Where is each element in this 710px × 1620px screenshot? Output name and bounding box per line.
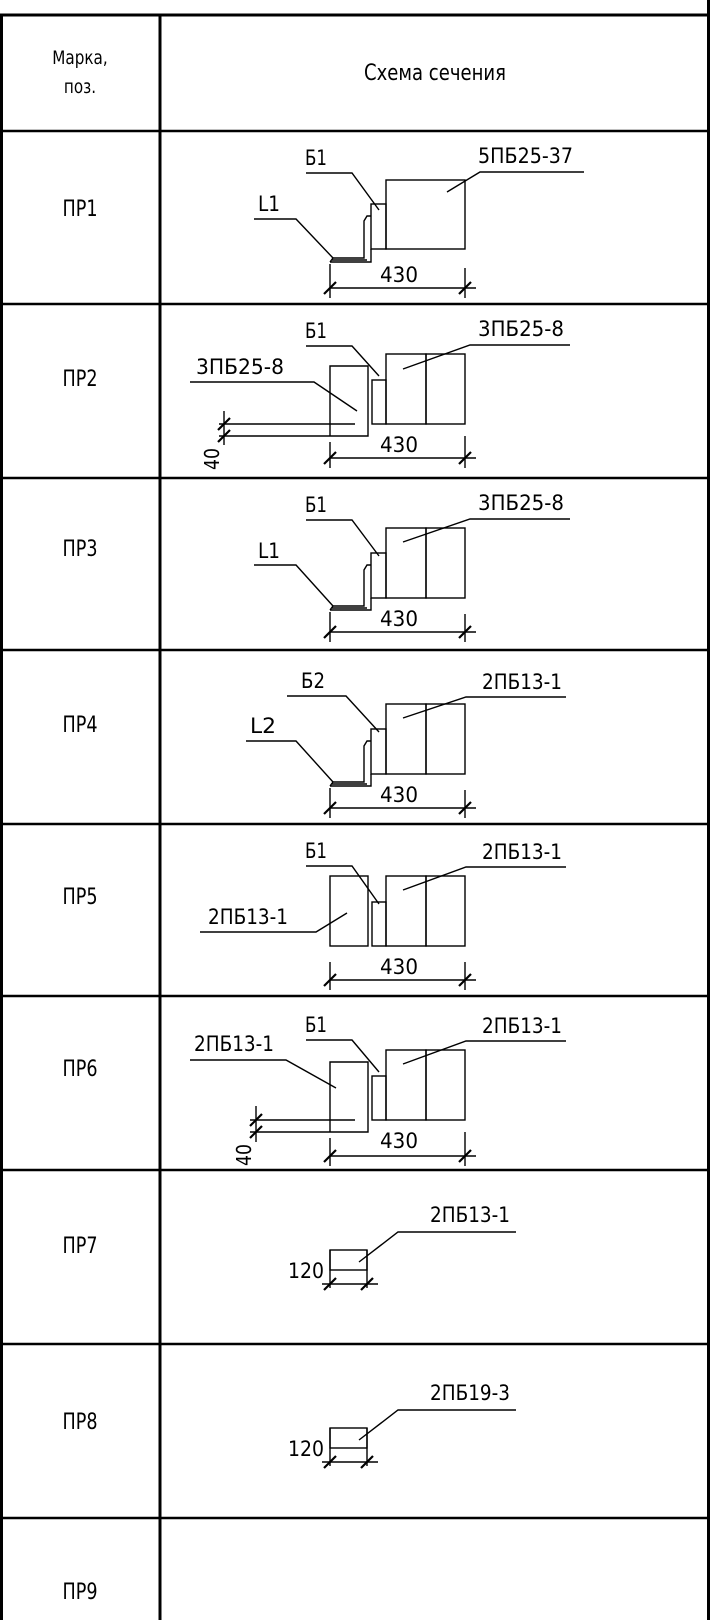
left-lintel [219,365,369,437]
beam-b1 [371,901,387,947]
label-lintel: 2ПБ13-1 [482,840,562,864]
dim-430: 430 [380,955,418,979]
lintel-block-2 [425,1049,466,1121]
dim-430: 430 [380,783,418,807]
dim-offset-40: 40 [200,448,224,470]
section-pr5: Б1 2ПБ13-1 2ПБ13-1 430 [200,839,566,990]
pos-label-pr1: ПР1 [62,197,98,222]
header-section-scheme: Схема сечения [364,60,506,86]
label-beam: Б2 [301,669,325,693]
lintel-block-2 [425,703,466,775]
header-mark-line1: Марка, [52,46,108,69]
lintel-block-2 [425,527,466,599]
pos-label-pr8: ПР8 [62,1410,98,1435]
lintel-block [385,179,466,250]
dim-430: 430 [380,1129,418,1153]
label-lintel: 5ПБ25-37 [478,144,573,168]
dim-430: 430 [380,263,418,287]
label-beam: Б1 [305,319,327,343]
section-pr1: Б1 5ПБ25-37 L1 430 [254,144,584,298]
beam-b2 [370,728,387,775]
pos-label-pr5: ПР5 [62,885,98,910]
dim-offset-40: 40 [232,1144,256,1166]
section-pr2: Б1 3ПБ25-8 3ПБ25-8 430 40 [190,317,570,470]
angle-l2 [329,740,372,787]
lintel-block-2 [425,353,466,425]
pos-label-pr7: ПР7 [62,1234,98,1259]
lintel-block-1 [385,527,427,599]
dim-430: 430 [380,433,418,457]
header-mark-line2: поз. [63,76,97,98]
lintel-block-1 [385,353,427,425]
label-angle: L1 [258,539,280,563]
label-lintel: 3ПБ25-8 [478,317,564,341]
pos-label-pr9: ПР9 [62,1580,98,1605]
label-left-lintel: 3ПБ25-8 [196,355,284,379]
label-lintel: 2ПБ19-3 [430,1381,510,1405]
lintel-block-1 [385,1049,427,1121]
section-pr3: Б1 3ПБ25-8 L1 430 [254,491,570,642]
beam-b1 [371,1075,387,1121]
section-pr8: 2ПБ19-3 120 [288,1381,516,1469]
section-pr4: Б2 2ПБ13-1 L2 430 [246,669,566,818]
dim-120: 120 [288,1437,324,1461]
angle-l1 [329,215,372,263]
lintel-block-2 [425,875,466,947]
lintel-block-1 [385,703,427,775]
angle-l1 [329,564,372,611]
beam-b1 [371,379,387,425]
label-angle: L2 [250,714,276,738]
pos-label-pr6: ПР6 [62,1057,98,1082]
dim-120: 120 [288,1259,324,1283]
label-left-lintel: 2ПБ13-1 [194,1032,274,1056]
label-left-lintel: 2ПБ13-1 [208,905,288,929]
dim-430: 430 [380,607,418,631]
pos-label-pr4: ПР4 [62,713,98,738]
label-beam: Б1 [305,146,327,170]
label-lintel: 2ПБ13-1 [482,1014,562,1038]
header-mark-position: Марка, поз. [16,16,144,130]
section-pr6: Б1 2ПБ13-1 2ПБ13-1 430 40 [190,1013,566,1166]
lintel-block-1 [385,875,427,947]
label-lintel: 2ПБ13-1 [430,1203,510,1227]
label-beam: Б1 [305,839,327,863]
pos-label-pr3: ПР3 [62,537,98,562]
label-angle: L1 [258,192,280,216]
label-lintel: 2ПБ13-1 [482,670,562,694]
left-lintel [329,875,369,947]
beam-b1 [370,203,387,250]
label-lintel: 3ПБ25-8 [478,491,564,515]
pos-label-pr2: ПР2 [62,367,98,392]
label-beam: Б1 [305,493,327,517]
label-beam: Б1 [305,1013,327,1037]
section-pr7: 2ПБ13-1 120 [288,1203,516,1291]
beam-b1 [370,552,387,599]
